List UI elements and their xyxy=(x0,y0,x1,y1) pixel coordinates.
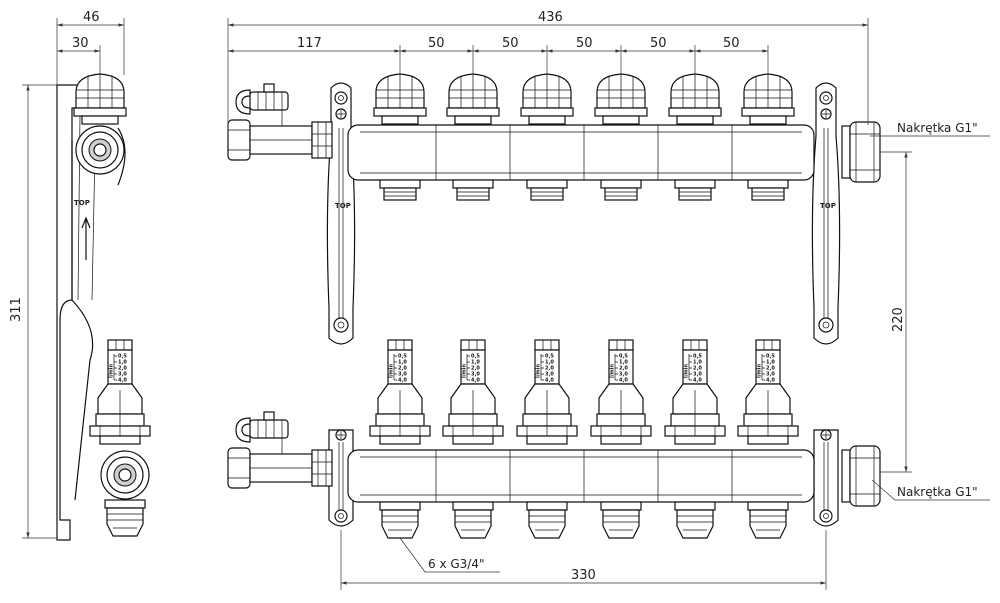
flowmeter-scale-label: 1,0 xyxy=(693,360,702,366)
flowmeter-scale-label: 3,0 xyxy=(118,372,127,378)
dimension-311-label: 311 xyxy=(9,297,24,322)
bottom-nut xyxy=(841,445,881,507)
dimension-117: 117 xyxy=(228,36,400,53)
dimension-220: 220 xyxy=(880,151,912,473)
dimension-436-label: 436 xyxy=(538,10,563,25)
flowmeter-scale-label: 2,0 xyxy=(398,366,407,372)
flowmeter-scale-label: 3,0 xyxy=(766,372,775,378)
flowmeter-scale-label: 4,0 xyxy=(471,378,480,384)
flowmeter-scale-label: 2,0 xyxy=(471,366,480,372)
flowmeter: 0,51,02,03,04,0l/min xyxy=(89,339,151,445)
side-bottom-valve xyxy=(100,450,150,500)
return-outlets xyxy=(379,501,789,539)
flowmeter-scale-label: 3,0 xyxy=(619,372,628,378)
flowmeter-scale-label: 0,5 xyxy=(471,354,480,360)
top-ball-valve[interactable] xyxy=(227,83,333,161)
flowmeter-scale-label: 2,0 xyxy=(619,366,628,372)
dimension-46: 46 xyxy=(56,10,125,85)
left-bracket-top-label: TOP xyxy=(335,202,351,210)
supply-bar xyxy=(347,124,815,181)
dimension-46-label: 46 xyxy=(83,10,100,25)
flowmeter-scale-label: 2,0 xyxy=(545,366,554,372)
nut-label-top-text: Nakrętka G1" xyxy=(897,121,978,135)
side-view: TOP 0,51,02,03,04,0l/min xyxy=(56,73,151,541)
flowmeter: 0,51,02,03,04,0l/min xyxy=(369,339,431,445)
nut-label-bottom-text: Nakrętka G1" xyxy=(897,485,978,499)
flowmeter-scale-label: 2,0 xyxy=(118,366,127,372)
right-bracket-top-label: TOP xyxy=(820,202,836,210)
flowmeter-scale-label: 1,0 xyxy=(398,360,407,366)
dimension-30: 30 xyxy=(57,36,101,75)
spacing-label: 50 xyxy=(723,36,740,51)
dimension-117-label: 117 xyxy=(297,36,322,51)
nut-label-bottom: Nakrętka G1" xyxy=(871,479,990,501)
flowmeter-unit-label: l/min xyxy=(536,364,542,378)
flowmeter-scale-label: 1,0 xyxy=(118,360,127,366)
top-nut xyxy=(841,121,881,183)
flowmeter-scale-label: 0,5 xyxy=(619,354,628,360)
flowmeter-scale-label: 1,0 xyxy=(471,360,480,366)
flowmeter-unit-label: l/min xyxy=(757,364,763,378)
return-bar xyxy=(347,449,815,503)
flowmeter-unit-label: l/min xyxy=(462,364,468,378)
flowmeter-scale-label: 0,5 xyxy=(693,354,702,360)
flowmeter-scale-label: 0,5 xyxy=(766,354,775,360)
spacing-label: 50 xyxy=(502,36,519,51)
flowmeter-unit-label: l/min xyxy=(389,364,395,378)
flowmeter-scale-label: 4,0 xyxy=(398,378,407,384)
flowmeter: 0,51,02,03,04,0l/min xyxy=(664,339,726,445)
dimension-330-label: 330 xyxy=(571,568,596,583)
flowmeter-unit-label: l/min xyxy=(610,364,616,378)
flowmeter-unit-label: l/min xyxy=(109,364,115,378)
flowmeter-scale-label: 3,0 xyxy=(545,372,554,378)
flowmeters: 0,51,02,03,04,0l/min 0,51,02,03,04,0l/mi… xyxy=(369,339,799,445)
outlets-label: 6 x G3/4" xyxy=(399,537,500,573)
flowmeter: 0,51,02,03,04,0l/min xyxy=(737,339,799,445)
flowmeter-scale-label: 4,0 xyxy=(118,378,127,384)
flowmeter-scale-label: 1,0 xyxy=(545,360,554,366)
spacing-label: 50 xyxy=(576,36,593,51)
flowmeter-unit-label: l/min xyxy=(684,364,690,378)
side-top-label: TOP xyxy=(74,199,90,207)
flowmeter-scale-label: 3,0 xyxy=(471,372,480,378)
valve-caps xyxy=(373,73,795,125)
flowmeter-scale-label: 3,0 xyxy=(693,372,702,378)
flowmeter-scale-label: 0,5 xyxy=(398,354,407,360)
flowmeter-scale-label: 1,0 xyxy=(619,360,628,366)
bottom-ball-valve[interactable] xyxy=(227,411,333,489)
outlets-label-text: 6 x G3/4" xyxy=(428,557,485,571)
spacing-label: 50 xyxy=(428,36,445,51)
dimension-311: 311 xyxy=(9,84,57,539)
flowmeter-scale-label: 1,0 xyxy=(766,360,775,366)
flowmeter-scale-label: 3,0 xyxy=(398,372,407,378)
flowmeter-scale-label: 4,0 xyxy=(619,378,628,384)
nut-label-top: Nakrętka G1" xyxy=(870,121,990,137)
flowmeter-scale-label: 2,0 xyxy=(693,366,702,372)
supply-outlets xyxy=(379,179,789,201)
spacing-label: 50 xyxy=(650,36,667,51)
dimension-220-label: 220 xyxy=(891,307,906,332)
outlet-spacing-dimensions: 50 50 50 50 50 xyxy=(399,36,769,75)
dimension-436: 436 xyxy=(227,10,869,135)
front-view: TOP TOP 0,51,02,03,04,0l/min xyxy=(227,73,881,539)
flowmeter: 0,51,02,03,04,0l/min xyxy=(516,339,578,445)
flowmeter: 0,51,02,03,04,0l/min xyxy=(590,339,652,445)
flowmeter-scale-label: 0,5 xyxy=(545,354,554,360)
up-arrow-icon xyxy=(81,216,91,260)
flowmeter-scale-label: 4,0 xyxy=(766,378,775,384)
right-bracket xyxy=(811,82,841,345)
flowmeter-scale-label: 4,0 xyxy=(693,378,702,384)
dimension-330: 330 xyxy=(340,530,827,590)
flowmeter-scale-label: 2,0 xyxy=(766,366,775,372)
side-top-valve xyxy=(75,125,126,186)
dimension-30-label: 30 xyxy=(72,36,89,51)
flowmeter: 0,51,02,03,04,0l/min xyxy=(442,339,504,445)
flowmeter-scale-label: 0,5 xyxy=(118,354,127,360)
flowmeter-scale-label: 4,0 xyxy=(545,378,554,384)
